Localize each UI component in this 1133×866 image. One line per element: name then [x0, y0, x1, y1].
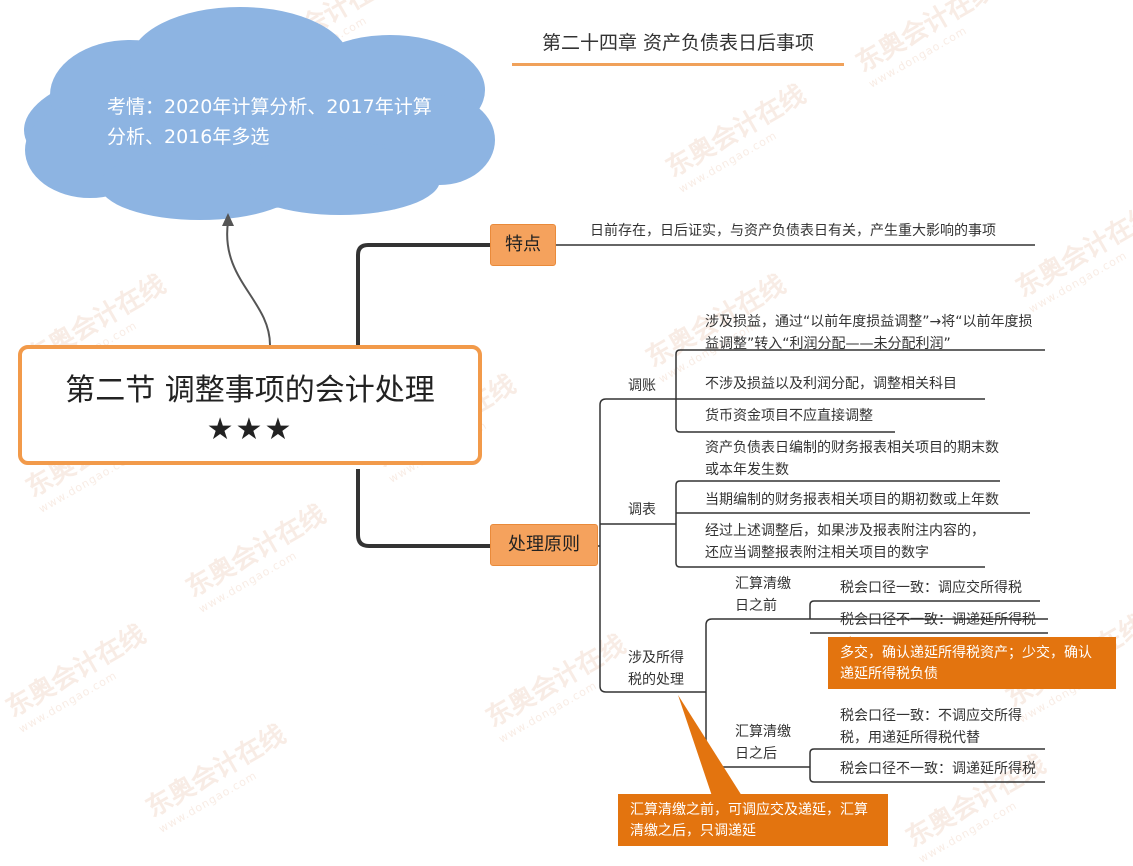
central-node	[18, 345, 482, 465]
trunk-bottom	[356, 469, 490, 548]
principles-node: 处理原则	[490, 524, 598, 566]
features-label: 特点	[505, 234, 541, 255]
adjust-statements-item: 资产负债表日编制的财务报表相关项目的期末数或本年发生数	[705, 440, 999, 478]
adjust-accounts-item: 不涉及损益以及利润分配，调整相关科目	[705, 376, 957, 392]
after-settlement-item: 税会口径一致：不调应交所得税，用递延所得税代替	[840, 708, 1022, 746]
before-settlement-label: 汇算清缴日之前	[735, 576, 791, 614]
central-node-stars: ★★★	[206, 412, 294, 447]
callout-pointer	[678, 695, 742, 796]
callout-deferred-tax: 多交，确认递延所得税资产；少交，确认递延所得税负债	[828, 637, 1116, 689]
adjust-statements-label: 调表	[628, 502, 656, 518]
callout-summary: 汇算清缴之前，可调应交及递延，汇算清缴之后，只调递延	[618, 794, 888, 846]
principles-spine	[599, 398, 607, 693]
principles-label: 处理原则	[508, 534, 580, 555]
adjust-statements-item: 当期编制的财务报表相关项目的期初数或上年数	[705, 492, 999, 508]
cloud-arrow-line	[226, 221, 271, 346]
adjust-accounts-item: 涉及损益，通过“以前年度损益调整”→将“以前年度损益调整”转入“利润分配——未分…	[705, 314, 1033, 352]
cloud-arrow-head	[222, 213, 234, 226]
chapter-title-underline	[512, 63, 844, 66]
before-settlement-item: 税会口径一致：调应交所得税	[840, 580, 1022, 596]
exam-note: 考情：2020年计算分析、2017年计算分析、2016年多选	[107, 96, 432, 148]
central-node-title: 第二节 调整事项的会计处理	[65, 373, 435, 408]
features-text: 日前存在，日后证实，与资产负债表日有关，产生重大影响的事项	[590, 223, 996, 239]
adjust-statements-item: 经过上述调整后，如果涉及报表附注内容的，还应当调整报表附注相关项目的数字	[705, 523, 985, 561]
cloud-shape	[24, 7, 495, 220]
income-tax-label: 涉及所得税的处理	[628, 650, 684, 688]
after-settlement-label: 汇算清缴日之后	[735, 724, 791, 762]
before-settlement-item: 税会口径不一致：调递延所得税	[840, 612, 1036, 628]
adjust-accounts-label: 调账	[628, 378, 656, 394]
adjust-accounts-item: 货币资金项目不应直接调整	[705, 408, 873, 424]
features-node: 特点	[490, 224, 556, 266]
after-settlement-item: 税会口径不一致：调递延所得税	[840, 761, 1036, 777]
trunk-top	[356, 243, 490, 345]
chapter-title: 第二十四章 资产负债表日后事项	[541, 32, 815, 54]
